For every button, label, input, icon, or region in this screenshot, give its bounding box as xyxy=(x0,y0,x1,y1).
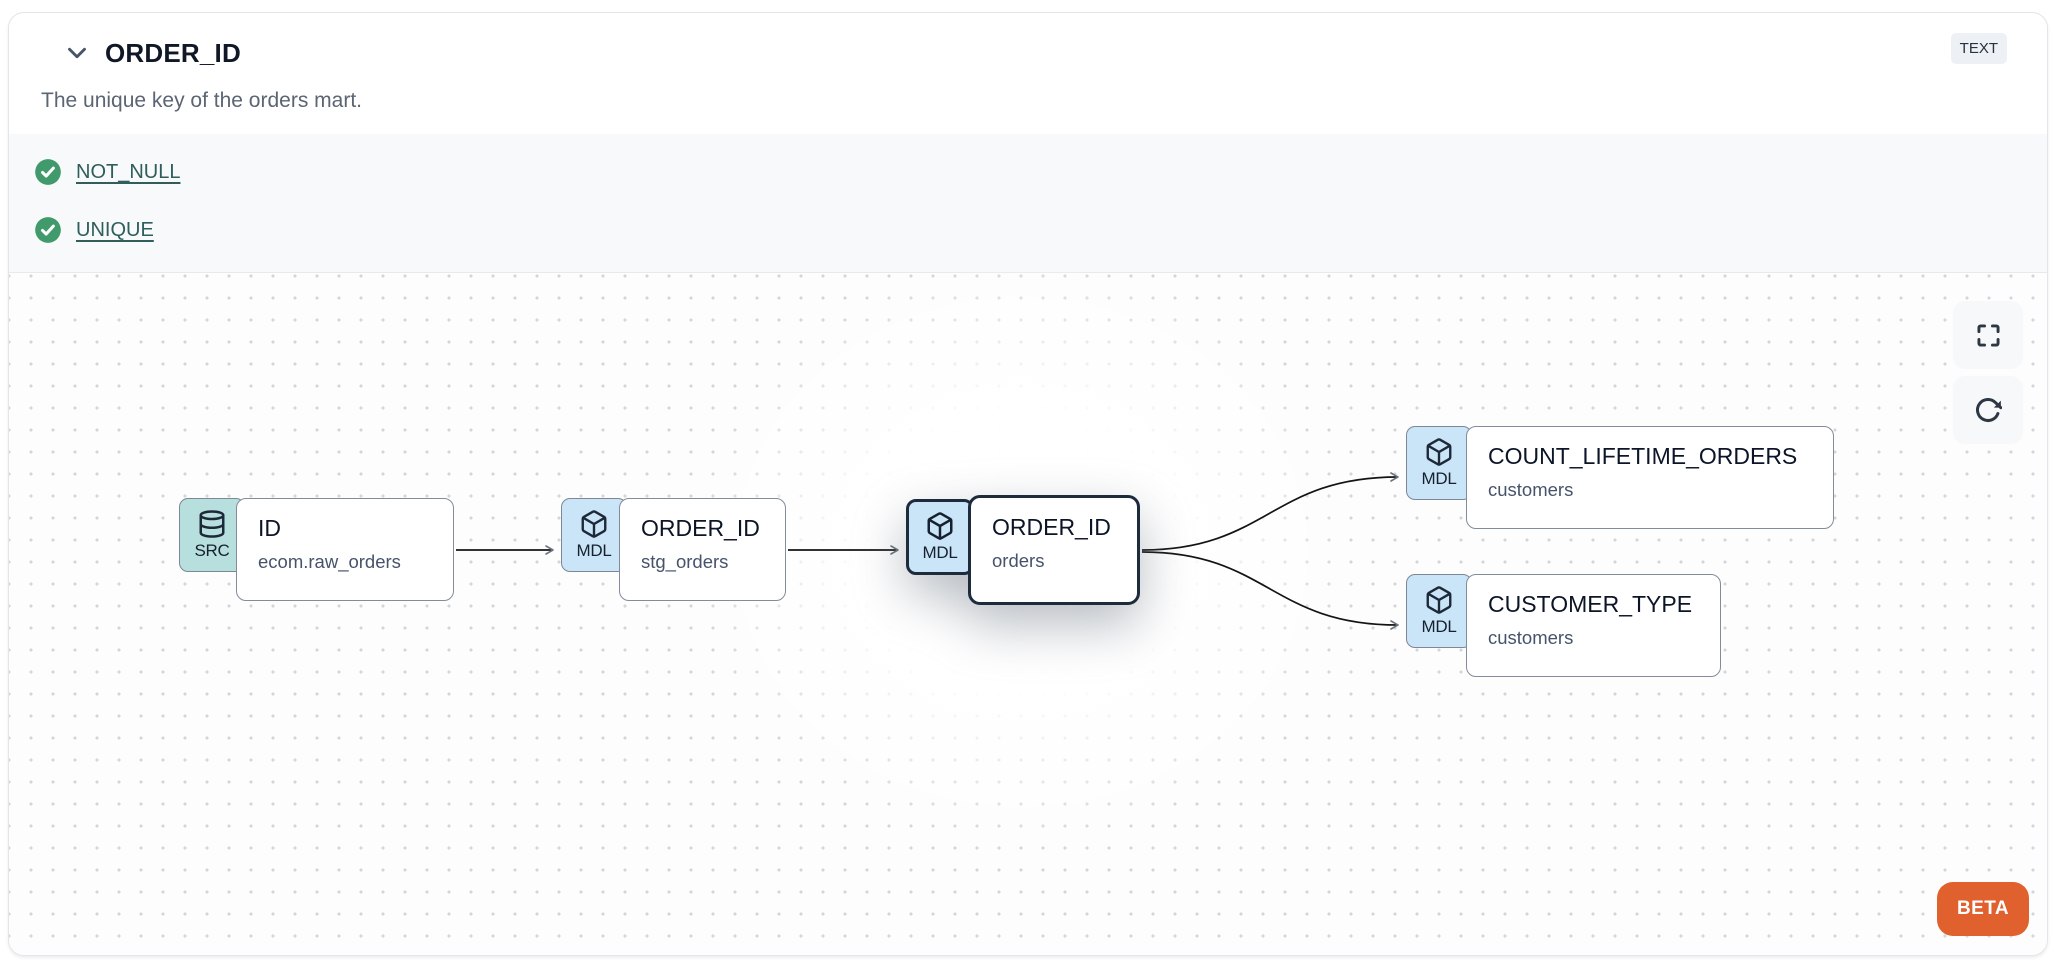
node-title: COUNT_LIFETIME_ORDERS xyxy=(1488,443,1798,469)
node-card: CUSTOMER_TYPE customers xyxy=(1466,574,1721,677)
node-card: ORDER_ID stg_orders xyxy=(619,498,786,601)
node-type-badge: MDL xyxy=(561,498,627,572)
node-title: ORDER_ID xyxy=(992,514,1111,540)
node-card: ID ecom.raw_orders xyxy=(236,498,454,601)
node-subtitle: orders xyxy=(992,550,1045,571)
cube-icon xyxy=(1426,586,1452,614)
refresh-button[interactable] xyxy=(1953,376,2023,444)
node-title: ORDER_ID xyxy=(641,515,760,541)
fullscreen-button[interactable] xyxy=(1953,301,2023,369)
panel-header: ORDER_ID TEXT xyxy=(9,13,2047,73)
node-subtitle: stg_orders xyxy=(641,551,729,572)
test-link-unique[interactable]: UNIQUE xyxy=(76,218,154,241)
lineage-edges xyxy=(456,472,1399,630)
node-title: CUSTOMER_TYPE xyxy=(1488,591,1693,617)
node-subtitle: customers xyxy=(1488,479,1574,500)
node-badge-label: MDL xyxy=(576,541,612,560)
column-description: The unique key of the orders mart. xyxy=(41,89,362,112)
edge-orders-to-count xyxy=(1141,472,1399,551)
collapse-button[interactable] xyxy=(61,37,93,69)
database-icon xyxy=(199,510,225,538)
node-type-badge: MDL xyxy=(906,499,974,575)
test-row: UNIQUE xyxy=(34,216,2047,244)
node-subtitle: customers xyxy=(1488,627,1574,648)
node-type-badge: MDL xyxy=(1406,574,1472,648)
node-badge-label: SRC xyxy=(194,541,230,560)
refresh-icon xyxy=(1976,398,2002,423)
edge-orders-to-ctype xyxy=(1141,551,1399,630)
cube-icon xyxy=(927,512,953,540)
tests-section: NOT_NULL UNIQUE xyxy=(9,134,2047,273)
check-circle-icon xyxy=(35,217,61,243)
cube-icon xyxy=(581,510,607,538)
chevron-down-icon xyxy=(68,47,86,59)
node-card: COUNT_LIFETIME_ORDERS customers xyxy=(1466,426,1834,529)
node-badge-label: MDL xyxy=(922,543,958,562)
column-details-panel: ORDER_ID TEXT The unique key of the orde… xyxy=(8,12,2048,956)
node-type-badge: SRC xyxy=(179,498,245,572)
node-title: ID xyxy=(258,515,281,541)
beta-badge: BETA xyxy=(1937,882,2029,936)
lineage-canvas[interactable]: SRC ID ecom.raw_orders MDL ORDER_ID stg_… xyxy=(9,257,2047,955)
node-subtitle: ecom.raw_orders xyxy=(258,551,401,572)
fullscreen-icon xyxy=(1976,323,2000,347)
node-badge-label: MDL xyxy=(1421,617,1457,636)
page-title: ORDER_ID xyxy=(105,37,241,68)
node-type-badge: MDL xyxy=(1406,426,1472,500)
test-link-not-null[interactable]: NOT_NULL xyxy=(76,160,181,183)
test-row: NOT_NULL xyxy=(34,158,2047,186)
canvas-controls xyxy=(1953,301,2023,444)
column-type-badge: TEXT xyxy=(1950,33,2007,64)
node-badge-label: MDL xyxy=(1421,469,1457,488)
check-circle-icon xyxy=(35,159,61,185)
node-card: ORDER_ID orders xyxy=(968,495,1140,605)
cube-icon xyxy=(1426,438,1452,466)
